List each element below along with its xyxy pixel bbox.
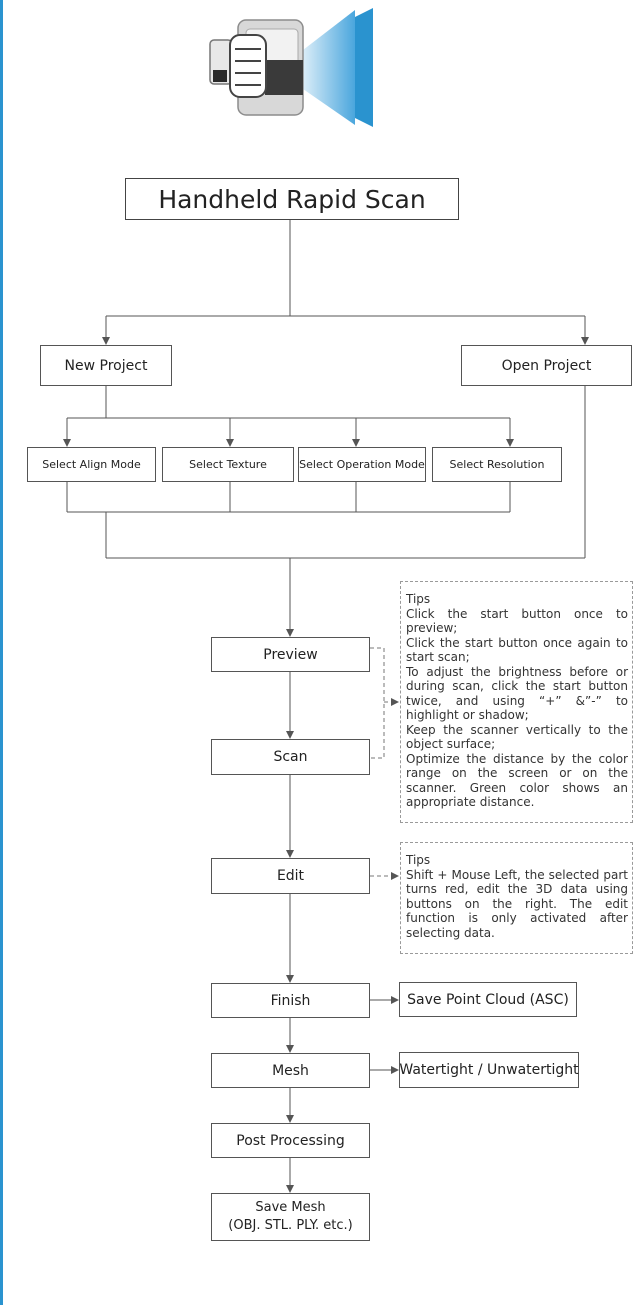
tips-bracket	[370, 647, 385, 759]
resolution-box: Select Resolution	[432, 447, 562, 482]
save-point-cloud-box: Save Point Cloud (ASC)	[399, 982, 577, 1017]
handheld-scanner-icon	[209, 8, 373, 127]
left-accent-border	[0, 0, 3, 1305]
operation-mode-box: Select Operation Mode	[298, 447, 426, 482]
tips-scan-item: Keep the scanner vertically to the objec…	[406, 722, 628, 752]
scan-box: Scan	[211, 739, 370, 775]
tips-scan-item: Click the start button once to preview;	[406, 606, 628, 636]
tips-scan-item: Optimize the distance by the color range…	[406, 751, 628, 810]
new-project-box: New Project	[40, 345, 172, 386]
mesh-box: Mesh	[211, 1053, 370, 1088]
post-processing-box: Post Processing	[211, 1123, 370, 1158]
open-project-box: Open Project	[461, 345, 632, 386]
tips-scan-item: To adjust the brightness before or durin…	[406, 664, 628, 723]
tips-edit-panel: Tips Shift + Mouse Left, the selected pa…	[400, 842, 633, 954]
tips-edit-heading: Tips	[406, 853, 431, 867]
watertight-box: Watertight / Unwatertight	[399, 1052, 579, 1088]
page-title: Handheld Rapid Scan	[125, 178, 459, 220]
save-mesh-label: Save Mesh	[255, 1200, 326, 1215]
edit-box: Edit	[211, 858, 370, 894]
save-mesh-box: Save Mesh (OBJ. STL. PLY. etc.)	[211, 1193, 370, 1241]
texture-box: Select Texture	[162, 447, 294, 482]
tips-scan-panel: Tips Click the start button once to prev…	[400, 581, 633, 823]
tips-scan-heading: Tips	[406, 592, 431, 606]
hand-shape	[229, 34, 267, 98]
scan-plane-shape	[355, 8, 373, 127]
preview-box: Preview	[211, 637, 370, 672]
tips-edit-item: Shift + Mouse Left, the selected part tu…	[406, 867, 628, 940]
align-mode-box: Select Align Mode	[27, 447, 156, 482]
scan-beam-shape	[290, 10, 355, 125]
finish-box: Finish	[211, 983, 370, 1018]
tips-scan-item: Click the start button once again to sta…	[406, 635, 628, 665]
save-mesh-formats: (OBJ. STL. PLY. etc.)	[228, 1218, 353, 1233]
